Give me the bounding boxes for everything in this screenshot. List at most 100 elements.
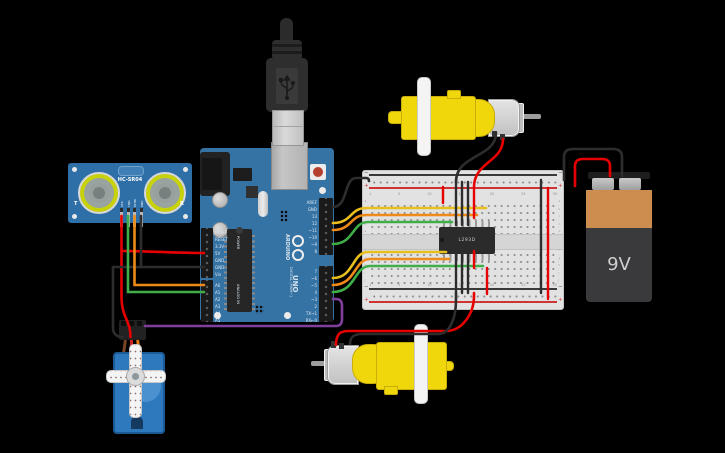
capacitor-1 bbox=[212, 192, 228, 208]
motor-mount-tab bbox=[384, 386, 398, 395]
usb-plug-metal bbox=[272, 110, 304, 146]
rail-plus-symbol: + bbox=[364, 297, 369, 303]
servo-connector[interactable] bbox=[119, 320, 146, 340]
atmega-notch bbox=[236, 227, 243, 234]
motor-terminal-1 bbox=[331, 341, 336, 348]
transmitter-center bbox=[93, 187, 105, 199]
servo-horn-screw bbox=[132, 373, 139, 380]
motor-axle bbox=[414, 324, 428, 404]
wire-sensor-vcc-to-servo-power[interactable] bbox=[120, 214, 132, 339]
usb-strain-relief bbox=[272, 40, 302, 60]
voltage-regulator bbox=[233, 168, 252, 181]
atmega-chip bbox=[227, 227, 252, 312]
motor-terminal-1 bbox=[492, 131, 497, 137]
motor-shaft bbox=[518, 114, 541, 119]
motor-terminal-2 bbox=[500, 134, 505, 140]
receiver-center bbox=[159, 187, 171, 199]
usb-metal-seam bbox=[273, 126, 303, 127]
wire-gnd-to-servo[interactable] bbox=[111, 265, 143, 339]
sensor-t-marking: T bbox=[74, 201, 78, 207]
wire-pin12-yellow[interactable] bbox=[331, 206, 488, 225]
battery-body-top bbox=[586, 190, 652, 228]
battery-body-bottom: 9V bbox=[586, 228, 652, 302]
wire-pin5-orange[interactable] bbox=[331, 257, 451, 287]
atmega-pins-left bbox=[224, 232, 227, 310]
screw-hole bbox=[183, 214, 188, 219]
mounting-hole bbox=[319, 187, 326, 194]
screw-hole bbox=[183, 167, 188, 172]
power-jack-opening bbox=[202, 158, 222, 190]
wire-motor-top-black[interactable] bbox=[454, 131, 498, 184]
wire-battery-positive[interactable] bbox=[573, 157, 612, 188]
rail-minus-symbol: − bbox=[558, 284, 563, 290]
micro-servo[interactable] bbox=[106, 318, 168, 434]
breadboard-pos-rail-line-bottom bbox=[369, 301, 557, 303]
usb-cable[interactable] bbox=[264, 16, 310, 146]
usb-plug-body bbox=[266, 58, 308, 112]
digital-header-top[interactable] bbox=[319, 198, 333, 255]
wire-battery-negative[interactable] bbox=[562, 147, 624, 182]
rail-minus-symbol: − bbox=[558, 170, 563, 176]
wire-gnd-to-rail[interactable] bbox=[331, 176, 371, 209]
wire-motor-top-red[interactable] bbox=[472, 137, 505, 189]
motor-gearbox-body bbox=[376, 342, 447, 390]
analog-header[interactable] bbox=[201, 280, 213, 322]
motor-gearbox-body bbox=[401, 96, 476, 140]
motor-axle bbox=[417, 77, 431, 156]
breadboard-top-rail-holes[interactable] bbox=[369, 178, 557, 184]
receiver-eye bbox=[144, 172, 186, 214]
breadboard-bottom-rail-holes[interactable] bbox=[369, 292, 557, 298]
wire-motor-bottom-black[interactable] bbox=[348, 291, 458, 346]
wire-pin9-green[interactable] bbox=[331, 220, 454, 246]
chip-label: L293D bbox=[458, 238, 476, 243]
wire-echo-to-a0[interactable] bbox=[133, 214, 206, 287]
wire-trig-to-a1[interactable] bbox=[126, 214, 206, 294]
battery-terminal-negative bbox=[619, 178, 641, 190]
breadboard-neg-rail-line bbox=[369, 174, 557, 176]
chip-notch bbox=[440, 238, 444, 242]
usb-symbol-panel bbox=[276, 68, 298, 104]
rail-minus-symbol: − bbox=[364, 284, 369, 290]
power-header[interactable] bbox=[201, 228, 213, 278]
dc-motor-top[interactable] bbox=[388, 77, 543, 157]
reset-button[interactable] bbox=[310, 164, 326, 180]
l293d-chip[interactable]: L293D bbox=[439, 227, 495, 254]
sensor-label: HC-SR04 bbox=[117, 177, 143, 183]
mounting-hole bbox=[214, 312, 221, 319]
sensor-r-marking: R bbox=[180, 201, 184, 207]
icsp-header-1 bbox=[280, 210, 288, 222]
screw-hole bbox=[72, 167, 77, 172]
wire-vcc-to-5v[interactable] bbox=[120, 249, 206, 255]
wire-pin4-green[interactable] bbox=[331, 264, 485, 294]
wire-pin11-orange[interactable] bbox=[331, 213, 479, 232]
battery-label: 9V bbox=[607, 254, 631, 275]
transmitter-eye bbox=[78, 172, 120, 214]
connector-pin bbox=[121, 321, 126, 326]
digital-header-bottom[interactable] bbox=[319, 266, 333, 322]
rail-plus-symbol: + bbox=[558, 183, 563, 189]
battery-9v[interactable]: 9V bbox=[586, 172, 652, 302]
usb-trident-icon bbox=[279, 74, 295, 100]
wire-gnd-sensor[interactable] bbox=[139, 214, 206, 269]
usb-port bbox=[271, 142, 308, 190]
arduino-logo-ring-1 bbox=[292, 235, 304, 247]
battery-terminal-positive bbox=[592, 178, 614, 190]
dc-motor-bottom[interactable] bbox=[311, 324, 456, 404]
wire-servo-signal-pin3[interactable] bbox=[143, 297, 344, 328]
screw-hole bbox=[72, 214, 77, 219]
power-jack bbox=[200, 152, 230, 196]
servo-horn-hub bbox=[126, 367, 145, 386]
battery-cap bbox=[588, 172, 650, 179]
wire-pin6-yellow[interactable] bbox=[331, 250, 448, 280]
oscillator-slot bbox=[118, 166, 144, 176]
connector-pin bbox=[137, 321, 142, 326]
motor-shaft bbox=[311, 361, 327, 366]
